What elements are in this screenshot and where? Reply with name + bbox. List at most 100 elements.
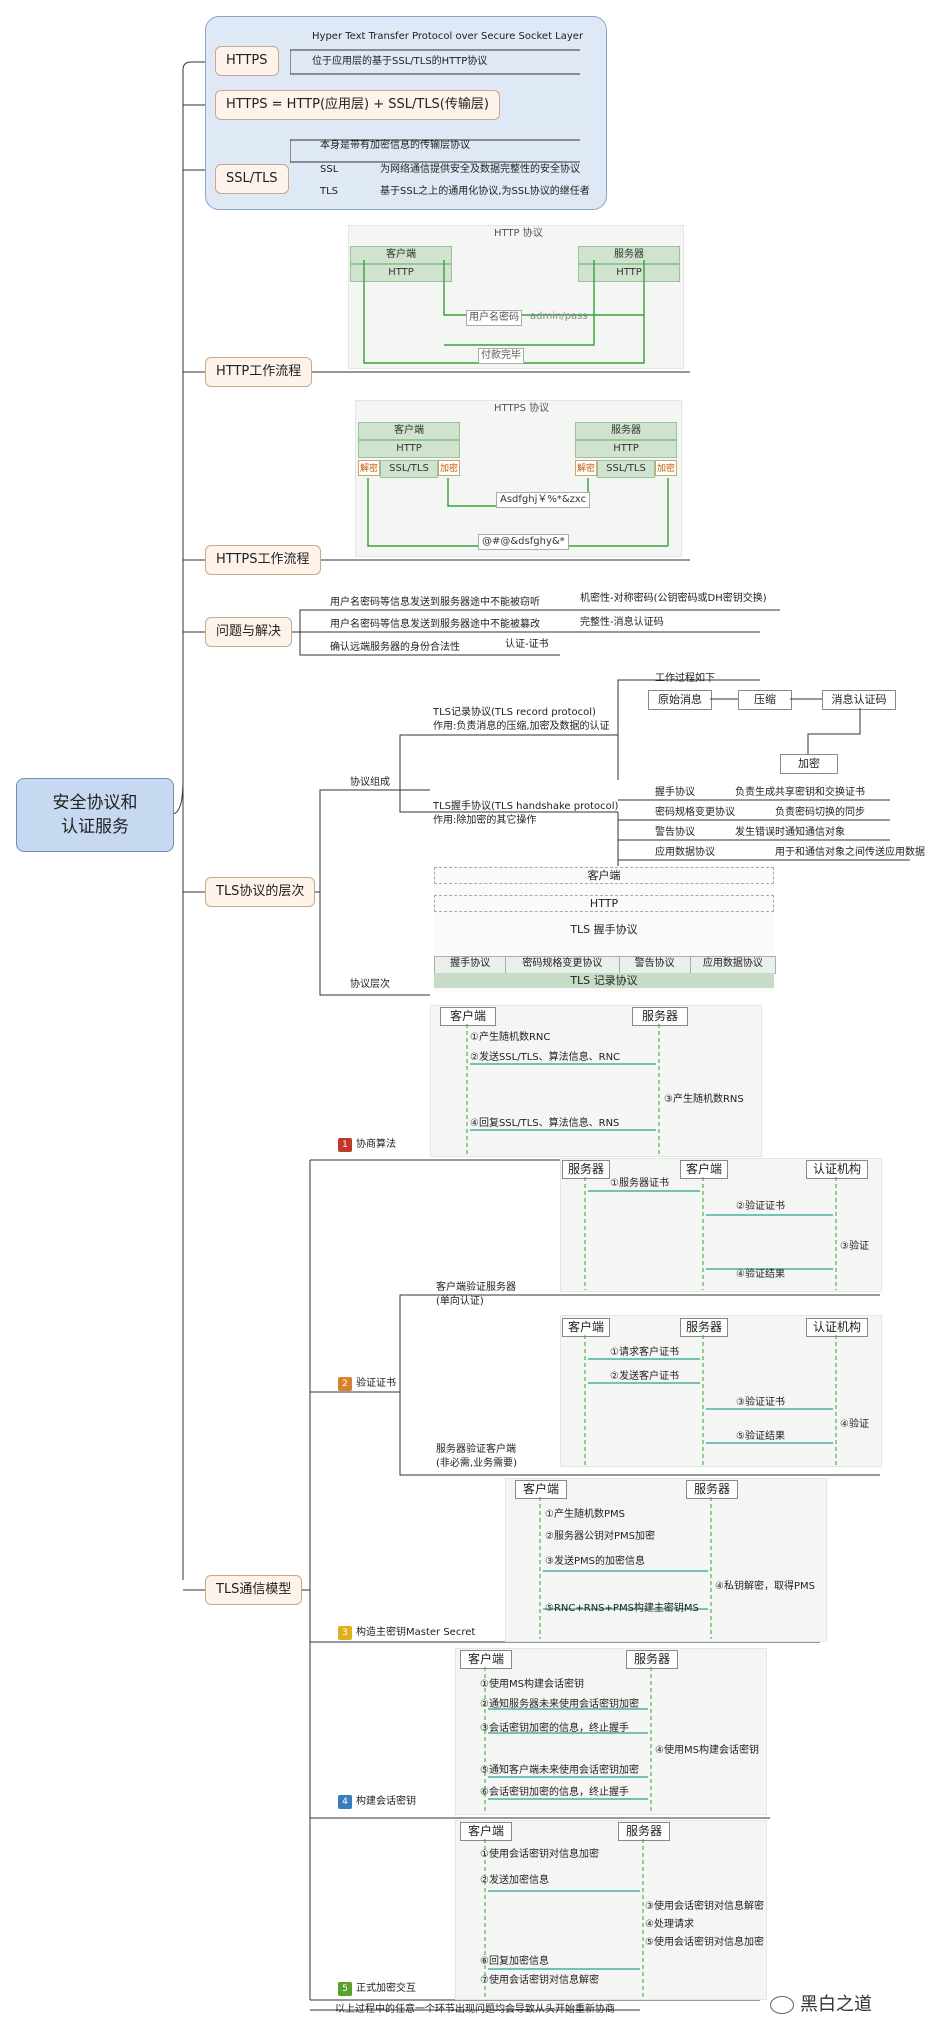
node-problem[interactable]: 问题与解决 [205, 617, 293, 647]
step1-lines [466, 1024, 660, 1154]
step2b-msg5: ⑤验证结果 [736, 1431, 785, 1442]
step2a-msg2: ②验证证书 [736, 1201, 785, 1212]
tls-handshake-title: TLS握手协议(TLS handshake protocol) [433, 801, 619, 812]
node-https-flow[interactable]: HTTPS工作流程 [205, 545, 321, 575]
http-client-http: HTTP [350, 264, 452, 282]
step3-lines [539, 1497, 712, 1639]
step2b-server: 服务器 [680, 1318, 728, 1337]
step2b-msg4: ④验证 [840, 1419, 869, 1430]
http-msg-credentials: 用户名密码 [466, 310, 522, 326]
https-server-encrypt: 加密 [655, 460, 677, 476]
step3-msg1: ①产生随机数PMS [545, 1509, 625, 1520]
tls-sub-3-desc: 用于和通信对象之间传送应用数据 [775, 847, 925, 858]
step5-msg5: ⑤使用会话密钥对信息加密 [645, 1937, 764, 1948]
tls-layers-label: 协议层次 [350, 979, 390, 990]
step5-msg6: ⑥回复加密信息 [480, 1956, 549, 1967]
node-ssl-tls[interactable]: SSL/TLS [215, 164, 289, 194]
ssl-tls-desc: 本身是带有加密信息的传输层协议 [320, 140, 470, 151]
tls-sub-0-name: 握手协议 [655, 787, 695, 798]
step5-msg2: ②发送加密信息 [480, 1875, 549, 1886]
https-client-ssl: SSL/TLS [380, 460, 438, 478]
https-client-label: 客户端 [358, 422, 460, 440]
root-node[interactable]: 安全协议和 认证服务 [16, 778, 174, 852]
step1-label: 1 协商算法 [338, 1138, 396, 1152]
step2b-msg1: ①请求客户证书 [610, 1347, 679, 1358]
stack-record: TLS 记录协议 [434, 973, 774, 988]
step1-label-text: 协商算法 [356, 1139, 396, 1150]
step2b-msg2: ②发送客户证书 [610, 1371, 679, 1382]
tls-composition-label: 协议组成 [350, 777, 390, 788]
https-server-http: HTTP [575, 440, 677, 458]
solution-3: 认证-证书 [505, 639, 549, 650]
step1-badge: 1 [338, 1138, 352, 1152]
stack-client: 客户端 [434, 867, 774, 884]
step2b-client: 客户端 [562, 1318, 610, 1337]
step4-badge: 4 [338, 1795, 352, 1809]
callout-lines [290, 49, 580, 163]
step3-server: 服务器 [686, 1480, 738, 1499]
step5-client: 客户端 [460, 1822, 512, 1841]
http-server-http: HTTP [578, 264, 680, 282]
step3-msg3: ③发送PMS的加密信息 [545, 1556, 645, 1567]
step5-msg3: ③使用会话密钥对信息解密 [645, 1901, 764, 1912]
step2a-server: 服务器 [562, 1160, 610, 1179]
step1-diagram [430, 1005, 762, 1157]
http-msg-paid: 付款完毕 [478, 348, 524, 364]
step2b-sub: (非必需,业务需要) [436, 1458, 517, 1469]
step4-msg4: ④使用MS构建会话密钥 [655, 1745, 759, 1756]
step5-diagram [455, 1820, 767, 2000]
wechat-icon [770, 1996, 794, 2014]
step1-server: 服务器 [632, 1007, 688, 1026]
node-tls-model[interactable]: TLS通信模型 [205, 1575, 303, 1605]
node-tls-layers[interactable]: TLS协议的层次 [205, 877, 316, 907]
https-server-label: 服务器 [575, 422, 677, 440]
step2a-sub: (单向认证) [436, 1296, 484, 1307]
tls-handshake-desc: 作用:除加密的其它操作 [433, 815, 537, 826]
http-msg-credentials-value: admin/pass [530, 311, 588, 322]
workflow-arrows [710, 698, 861, 754]
https-desc: 位于应用层的基于SSL/TLS的HTTP协议 [312, 56, 488, 67]
step4-msg6: ⑥会话密钥加密的信息，终止握手 [480, 1787, 629, 1798]
node-https-eq[interactable]: HTTPS = HTTP(应用层) + SSL/TLS(传输层) [215, 90, 500, 120]
stack-cell-1: 密码规格变更协议 [506, 957, 620, 973]
tls-sub-3-name: 应用数据协议 [655, 847, 715, 858]
ssl-label: SSL [320, 164, 339, 175]
node-http-flow[interactable]: HTTP工作流程 [205, 357, 313, 387]
step2b-ca: 认证机构 [806, 1318, 868, 1337]
step2b-label: 服务器验证客户端 [436, 1444, 516, 1455]
tls-sub-0-desc: 负责生成共享密钥和交换证书 [735, 787, 865, 798]
https-client-http: HTTP [358, 440, 460, 458]
step5-badge: 5 [338, 1982, 352, 1996]
watermark: 黑白之道 [770, 1990, 872, 2016]
step3-diagram [505, 1478, 827, 1642]
node-https[interactable]: HTTPS [215, 46, 279, 76]
workflow-mac: 消息认证码 [822, 690, 896, 710]
step4-server: 服务器 [626, 1650, 678, 1669]
step2a-ca: 认证机构 [806, 1160, 868, 1179]
tls-record-title: TLS记录协议(TLS record protocol) [433, 707, 596, 718]
problem-3: 确认远端服务器的身份合法性 [330, 642, 460, 653]
http-client-label: 客户端 [350, 246, 452, 264]
https-full-name: Hyper Text Transfer Protocol over Secure… [312, 31, 584, 42]
step3-client: 客户端 [515, 1480, 567, 1499]
step4-label: 4 构建会话密钥 [338, 1795, 416, 1809]
step2a-label: 客户端验证服务器 [436, 1282, 516, 1293]
step5-lines [484, 1839, 644, 1997]
step5-msg7: ⑦使用会话密钥对信息解密 [480, 1975, 599, 1986]
https-server-decrypt: 解密 [575, 460, 597, 476]
step4-label-text: 构建会话密钥 [356, 1796, 416, 1807]
problem-1: 用户名密码等信息发送到服务器途中不能被窃听 [330, 597, 540, 608]
tls-workflow-label: 工作过程如下 [655, 673, 715, 684]
step4-diagram [455, 1648, 767, 1815]
watermark-text: 黑白之道 [800, 1994, 872, 2015]
stack-cell-3: 应用数据协议 [702, 958, 763, 969]
https-server-ssl: SSL/TLS [597, 460, 655, 478]
stack-cell-0: 握手协议 [435, 957, 507, 973]
step2a-diagram [560, 1158, 882, 1292]
https-msg-encrypted-1: Asdfghj￥%*&zxc [496, 492, 591, 508]
step1-client: 客户端 [440, 1007, 496, 1026]
tls-sub-1-desc: 负责密码切换的同步 [775, 807, 865, 818]
